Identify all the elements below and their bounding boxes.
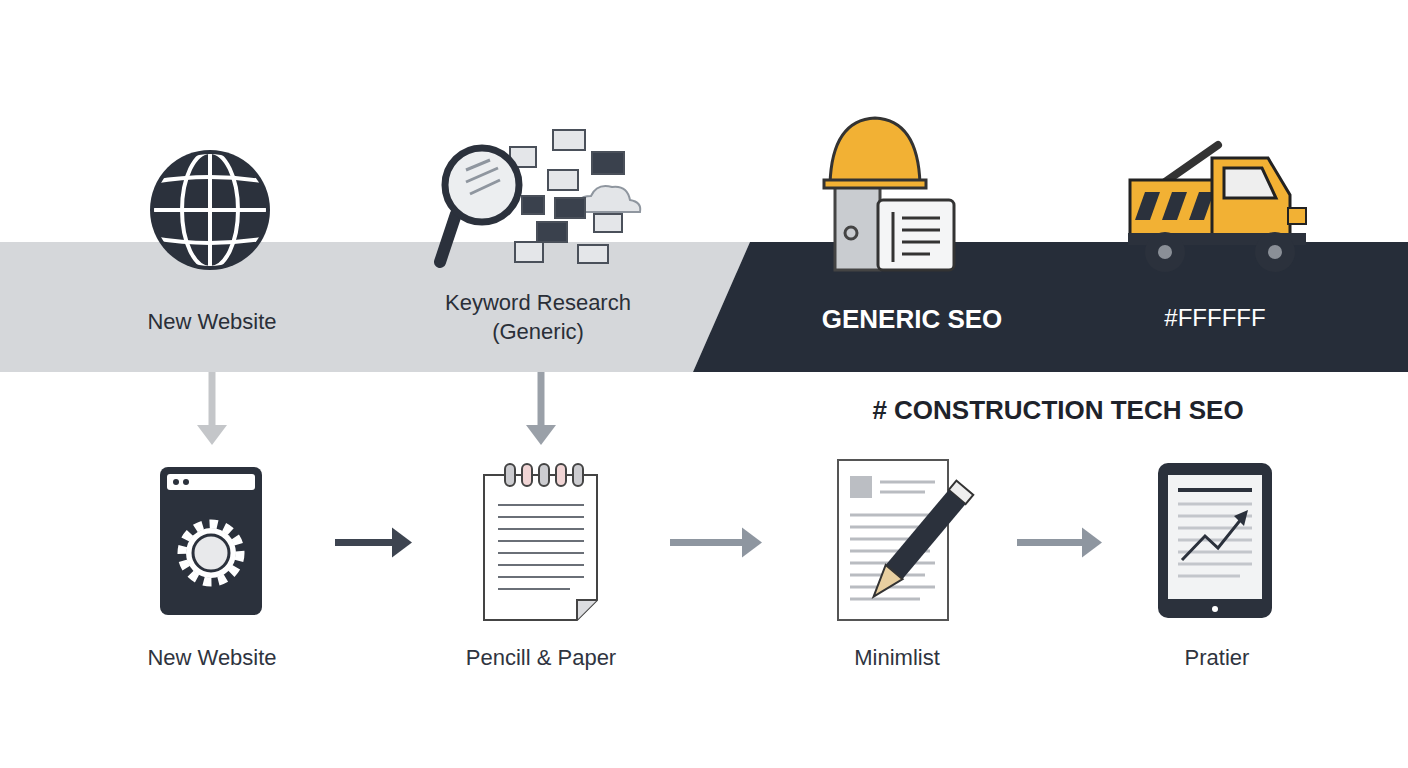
- notepad-ring: [539, 464, 549, 486]
- hard-hat-brim: [824, 180, 926, 188]
- wheel-hub: [1158, 245, 1172, 259]
- arrow-head: [526, 425, 556, 445]
- flow-arrow: [670, 528, 762, 558]
- tablet-screen: [1168, 475, 1262, 599]
- keyword-card: [548, 170, 578, 190]
- gear-teeth: [182, 524, 240, 582]
- notepad-ring: [556, 464, 566, 486]
- node-label: Pencill & Paper: [426, 644, 656, 673]
- keyword-cards: [510, 130, 624, 263]
- light-band: [0, 242, 750, 372]
- arrow-shaft: [335, 539, 392, 546]
- tablet-heading: [1178, 488, 1252, 492]
- node-label: GENERIC SEO: [797, 303, 1027, 337]
- icon-node: Pencill & Paper: [412, 445, 670, 640]
- section-heading: # CONSTRUCTION TECH SEO: [872, 395, 1243, 426]
- keyword-card: [537, 222, 567, 242]
- node-label: Keyword Research (Generic): [433, 289, 643, 346]
- tablet-lines: [1178, 504, 1252, 576]
- globe-parallel: [152, 238, 268, 243]
- arrow-head: [392, 528, 412, 558]
- node-label: Minimlist: [787, 644, 1007, 673]
- truck-stripe: [1135, 192, 1160, 220]
- truck-wheel: [1255, 232, 1295, 272]
- keyword-card: [578, 245, 608, 263]
- truck-cab: [1212, 158, 1290, 235]
- arrow-shaft: [538, 372, 545, 425]
- lens-glare: [466, 160, 500, 194]
- notepad-ring: [522, 464, 532, 486]
- node-label: New Website: [112, 308, 312, 337]
- icon-node: New Website: [89, 445, 335, 640]
- globe-parallel: [152, 177, 268, 182]
- notepad-ring: [505, 464, 515, 486]
- tablet-icon: [1158, 463, 1272, 618]
- arrow-shaft: [209, 372, 216, 425]
- keyword-card: [555, 198, 585, 218]
- browser-dot: [173, 479, 179, 485]
- node-label: Pratier: [1117, 644, 1317, 673]
- gear-icon: [186, 528, 236, 578]
- flow-arrow: [197, 372, 227, 445]
- magnifier-handle: [440, 214, 456, 262]
- notepad-icon: [484, 475, 597, 620]
- icon-node: Keyword Research (Generic): [412, 148, 670, 372]
- document-card: [878, 200, 954, 270]
- arrow-shaft: [670, 539, 742, 546]
- document-image: [850, 476, 872, 498]
- arrow-head: [197, 425, 227, 445]
- gear-hub: [193, 535, 229, 571]
- icon-node: Minimlist: [762, 445, 1017, 640]
- trend-line: [1182, 518, 1242, 560]
- truck-stripe: [1189, 192, 1214, 220]
- icon-node: GENERIC SEO: [780, 148, 1020, 372]
- truck-wheel: [1145, 232, 1185, 272]
- keyword-card: [522, 196, 544, 214]
- truck-arm: [1165, 145, 1218, 182]
- notepad-ring: [573, 464, 583, 486]
- column-detail: [845, 227, 857, 239]
- keyword-card: [553, 130, 585, 150]
- globe-lines: [148, 148, 272, 272]
- dark-band: [693, 242, 1408, 372]
- keyword-card: [594, 214, 622, 232]
- truck-stripe: [1162, 192, 1187, 220]
- flow-arrow: [335, 528, 412, 558]
- icon-node: New Website: [89, 148, 335, 372]
- node-label: #FFFFFF: [1115, 302, 1315, 333]
- keyword-card: [515, 242, 543, 262]
- browser-dot: [183, 479, 189, 485]
- hard-hat-icon: [830, 118, 920, 184]
- arrow-head: [742, 528, 762, 558]
- browser-bar: [167, 474, 255, 490]
- node-label: New Website: [102, 644, 322, 673]
- trend-arrow: [1234, 510, 1248, 526]
- arrow-head: [1082, 528, 1102, 558]
- truck-bumper: [1288, 208, 1306, 224]
- pencil-tip: [865, 565, 902, 604]
- tablet-button: [1212, 606, 1218, 612]
- magnifier-lens: [445, 148, 519, 222]
- notepad-fold: [577, 600, 597, 620]
- pencil-icon: [865, 481, 973, 604]
- browser-icon: [160, 467, 262, 615]
- keyword-card: [592, 152, 624, 174]
- globe-equator: [148, 208, 272, 212]
- pencil-body: [886, 490, 966, 579]
- icon-node: #FFFFFF: [1100, 148, 1330, 372]
- icon-node: Pratier: [1102, 445, 1332, 640]
- flow-arrow: [526, 372, 556, 445]
- arrow-shaft: [1017, 539, 1082, 546]
- truck-window: [1224, 168, 1276, 198]
- wheel-hub: [1268, 245, 1282, 259]
- flow-arrow: [1017, 528, 1102, 558]
- document-lines: [893, 212, 940, 262]
- notepad-lines: [498, 505, 584, 589]
